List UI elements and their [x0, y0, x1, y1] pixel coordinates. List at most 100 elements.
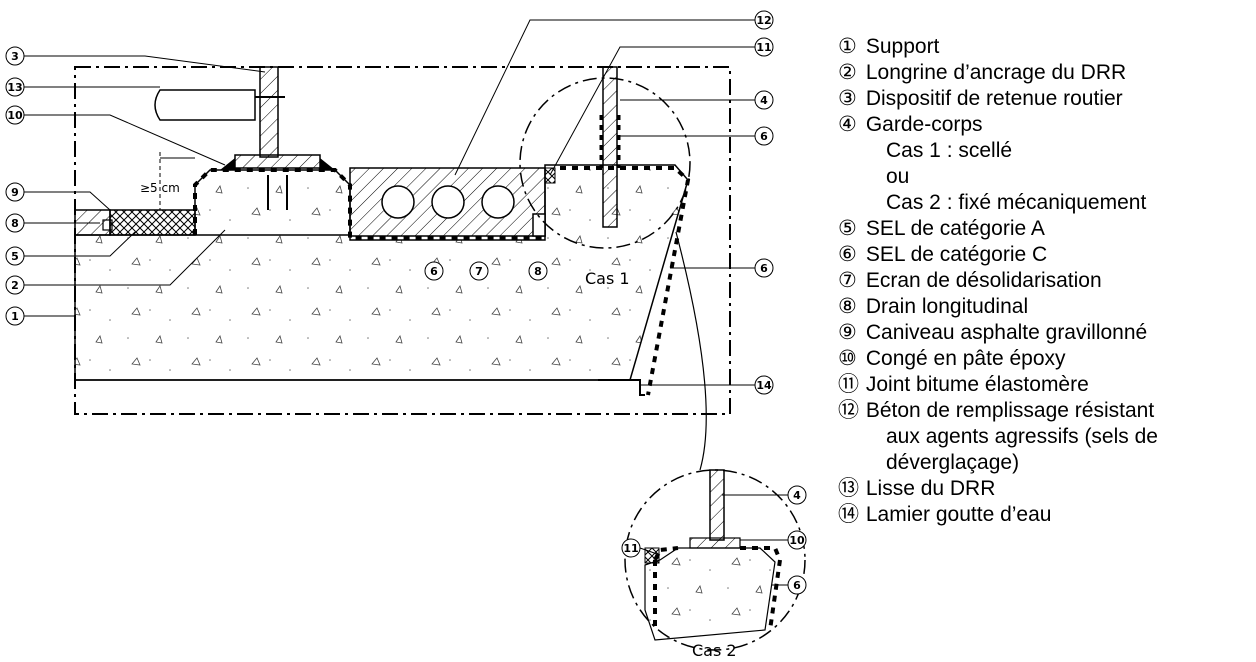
- callout-6: 6: [787, 575, 807, 595]
- legend-item: ⑭ Lamier goutte d’eau: [838, 502, 1248, 528]
- svg-text:6: 6: [760, 130, 768, 143]
- svg-text:12: 12: [756, 14, 771, 27]
- case2-post: [709, 469, 725, 541]
- drr-post: [259, 66, 279, 158]
- legend-item: ⑪ Joint bitume élastomère: [838, 372, 1248, 398]
- legend-mark: ⑥: [838, 243, 857, 266]
- svg-text:7: 7: [475, 265, 483, 278]
- callout-8: 8: [528, 261, 548, 281]
- callout-14: 14: [754, 375, 774, 395]
- svg-text:10: 10: [789, 534, 805, 547]
- legend-text: Drain longitudinal: [865, 295, 1029, 318]
- svg-text:6: 6: [793, 579, 801, 592]
- case2-plate: [689, 537, 741, 549]
- svg-text:11: 11: [623, 542, 638, 555]
- callout-8: 8: [5, 213, 25, 233]
- callout-1: 1: [5, 306, 25, 326]
- legend-mark: ⑦: [838, 269, 857, 292]
- svg-text:1: 1: [11, 310, 19, 323]
- svg-text:3: 3: [11, 50, 19, 63]
- case2-circle: [624, 469, 806, 651]
- legend-subtext: déverglaçage): [886, 451, 1020, 474]
- legend-text: SEL de catégorie A: [865, 217, 1045, 240]
- legend-mark: ⑤: [838, 217, 857, 240]
- legend-text: Congé en pâte époxy: [865, 347, 1066, 370]
- legend-item: ② Longrine d’ancrage du DRR: [838, 60, 1248, 86]
- membrane-guardrail: [599, 115, 621, 168]
- legend-mark: ⑧: [838, 295, 857, 318]
- legend-text: Garde-corps: [865, 113, 983, 136]
- cross-section-diagram: Cas 1 Cas 2 ≥5 cm 3 13 10 9 8: [5, 10, 807, 660]
- legend-item: ⑧ Drain longitudinal: [838, 294, 1248, 320]
- legend-mark: ⑬: [838, 477, 859, 500]
- drain-left: [102, 219, 113, 231]
- legend-text: Joint bitume élastomère: [865, 373, 1089, 396]
- legend-item: ① Support: [838, 34, 1248, 60]
- svg-text:4: 4: [760, 94, 768, 107]
- svg-text:4: 4: [793, 489, 801, 502]
- legend-text: Lisse du DRR: [865, 477, 996, 500]
- legend-item: ⑬ Lisse du DRR: [838, 476, 1248, 502]
- dimension-label: ≥5 cm: [140, 181, 180, 195]
- callout-12: 12: [754, 10, 774, 30]
- callout-6: 6: [424, 261, 444, 281]
- conduit: [481, 185, 515, 219]
- callout-4: 4: [754, 90, 774, 110]
- svg-text:2: 2: [11, 279, 19, 292]
- callout-6: 6: [754, 126, 774, 146]
- legend-text: Dispositif de retenue routier: [865, 87, 1123, 110]
- svg-text:13: 13: [7, 81, 22, 94]
- legend-item: ④ Garde-corps Cas 1 : scellé ou Cas 2 : …: [838, 112, 1248, 216]
- legend-subtext: Cas 1 : scellé: [886, 139, 1013, 162]
- svg-text:10: 10: [7, 109, 23, 122]
- legend-subtext: Cas 2 : fixé mécaniquement: [886, 191, 1147, 214]
- legend-mark: ⑭: [838, 503, 859, 526]
- legend-mark: ①: [838, 35, 857, 58]
- svg-text:8: 8: [11, 217, 19, 230]
- svg-text:11: 11: [756, 41, 771, 54]
- legend-item: ③ Dispositif de retenue routier: [838, 86, 1248, 112]
- svg-text:6: 6: [430, 265, 438, 278]
- callout-9: 9: [5, 182, 25, 202]
- legend-subtext: aux agents agressifs (sels de: [886, 425, 1158, 448]
- callout-13: 13: [5, 77, 25, 97]
- conduit: [431, 185, 465, 219]
- legend-mark: ⑨: [838, 321, 857, 344]
- legend-item: ⑫ Béton de remplissage résistant aux age…: [838, 398, 1248, 476]
- legend-text: Ecran de désolidarisation: [865, 269, 1102, 292]
- legend-item: ⑤ SEL de catégorie A: [838, 216, 1248, 242]
- case1-circle: [519, 77, 691, 249]
- drain-longitudinal: [532, 213, 546, 237]
- case1-label: Cas 1: [585, 269, 630, 288]
- leader-lines: [24, 19, 788, 586]
- legend-text: Lamier goutte d’eau: [865, 503, 1052, 526]
- callout-11: 11: [621, 538, 641, 558]
- case2-membrane: [653, 546, 783, 631]
- legend-item: ⑦ Ecran de désolidarisation: [838, 268, 1248, 294]
- bitumen-joint: [544, 167, 556, 184]
- callout-10: 10: [5, 105, 25, 125]
- callout-5: 5: [5, 246, 25, 266]
- drip-edge: [598, 379, 645, 396]
- svg-text:8: 8: [534, 265, 542, 278]
- legend-mark: ③: [838, 87, 857, 110]
- legend-text: Longrine d’ancrage du DRR: [865, 61, 1127, 84]
- legend-mark: ⑪: [838, 373, 859, 396]
- conduit: [381, 185, 415, 219]
- legend-item: ⑩ Congé en pâte époxy: [838, 346, 1248, 372]
- svg-text:14: 14: [756, 379, 772, 392]
- case2-label: Cas 2: [692, 641, 737, 660]
- legend-item: ⑥ SEL de catégorie C: [838, 242, 1248, 268]
- case2-connector: [675, 231, 707, 471]
- svg-text:6: 6: [760, 262, 768, 275]
- callout-3: 3: [5, 46, 25, 66]
- legend-item: ⑨ Caniveau asphalte gravillonné: [838, 320, 1248, 346]
- legend-text: Support: [865, 35, 940, 58]
- case2-slab: [644, 547, 776, 641]
- legend: ① Support ② Longrine d’ancrage du DRR ③ …: [838, 34, 1248, 528]
- longrine: [194, 169, 351, 235]
- legend-mark: ④: [838, 113, 857, 136]
- legend-subtext: ou: [886, 165, 910, 188]
- callout-4: 4: [787, 485, 807, 505]
- drr-rail: [154, 89, 256, 121]
